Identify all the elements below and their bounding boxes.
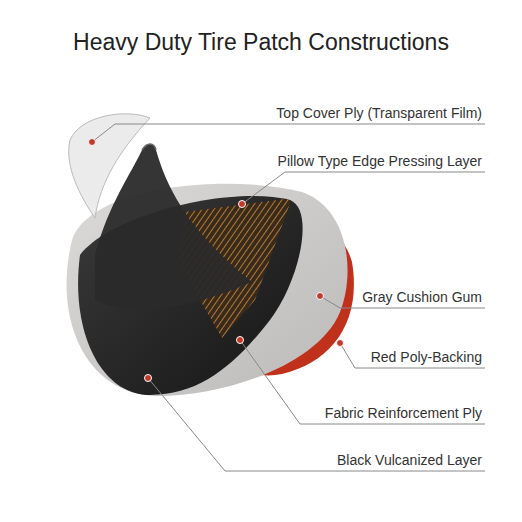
part-label: Red Poly-Backing — [371, 348, 482, 366]
part-label: Top Cover Ply (Transparent Film) — [276, 104, 482, 122]
part-label: Fabric Reinforcement Ply — [325, 404, 482, 422]
transparent-film — [69, 114, 150, 218]
part-label: Gray Cushion Gum — [362, 288, 482, 306]
title: Heavy Duty Tire Patch Constructions — [0, 28, 522, 56]
part-label: Black Vulcanized Layer — [337, 451, 482, 469]
pillow-layer — [95, 144, 252, 310]
pillow-edge — [142, 144, 156, 150]
leader-dots — [89, 139, 344, 382]
leader-lines — [92, 124, 485, 471]
part-label: Pillow Type Edge Pressing Layer — [278, 152, 482, 170]
